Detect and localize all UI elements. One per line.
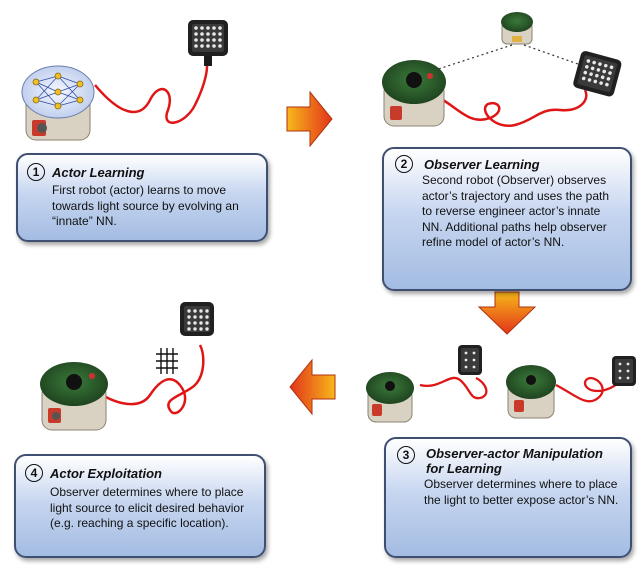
step-4-body: Observer determines where to place light… — [50, 485, 245, 530]
step-3-number: 3 — [397, 446, 415, 464]
step-1-body: First robot (actor) learns to move towar… — [52, 183, 239, 228]
flow-arrow-icon — [477, 291, 537, 335]
step-3-box: 3 Observer-actor Manipulation for Learni… — [384, 437, 632, 558]
step-3-body: Observer determines where to place the l… — [424, 477, 619, 507]
step-1-box: 1 Actor Learning First robot (actor) lea… — [16, 153, 268, 242]
step-3-title: Observer-actor Manipulation for Learning — [426, 446, 603, 476]
robot-icon — [501, 12, 533, 45]
led-light-icon — [612, 356, 636, 386]
robot-icon — [382, 60, 446, 127]
robot-icon — [40, 362, 108, 431]
panel-4-scene — [40, 302, 214, 431]
cable-3b — [555, 371, 624, 403]
cable-2 — [439, 89, 588, 128]
step-1-number: 1 — [27, 163, 45, 181]
step-4-title: Actor Exploitation — [50, 466, 162, 481]
step-2-number: 2 — [395, 155, 413, 173]
led-light-icon — [180, 302, 214, 336]
step-4-number: 4 — [25, 464, 43, 482]
step-4-box: 4 Actor Exploitation Observer determines… — [14, 454, 266, 558]
robot-icon — [366, 372, 414, 423]
step-2-body: Second robot (Observer) observes actor’s… — [422, 173, 609, 249]
step-2-box: 2 Observer Learning Second robot (Observ… — [382, 147, 632, 291]
grid-target-icon — [156, 348, 178, 374]
cable-3a — [419, 376, 488, 400]
led-light-icon — [573, 51, 622, 97]
panel-2-scene — [382, 12, 622, 128]
panel-1-scene — [21, 20, 228, 141]
led-light-icon — [188, 20, 228, 66]
cable-1 — [94, 57, 209, 124]
step-1-title: Actor Learning — [52, 165, 145, 180]
neural-network-icon — [32, 72, 84, 110]
robot-icon — [506, 365, 556, 419]
panel-3-scene — [366, 345, 636, 423]
cable-4 — [94, 344, 205, 415]
step-2-title: Observer Learning — [424, 157, 540, 172]
flow-arrow-icon — [286, 90, 333, 148]
led-light-icon — [458, 345, 482, 375]
flow-arrow-icon — [289, 358, 336, 416]
